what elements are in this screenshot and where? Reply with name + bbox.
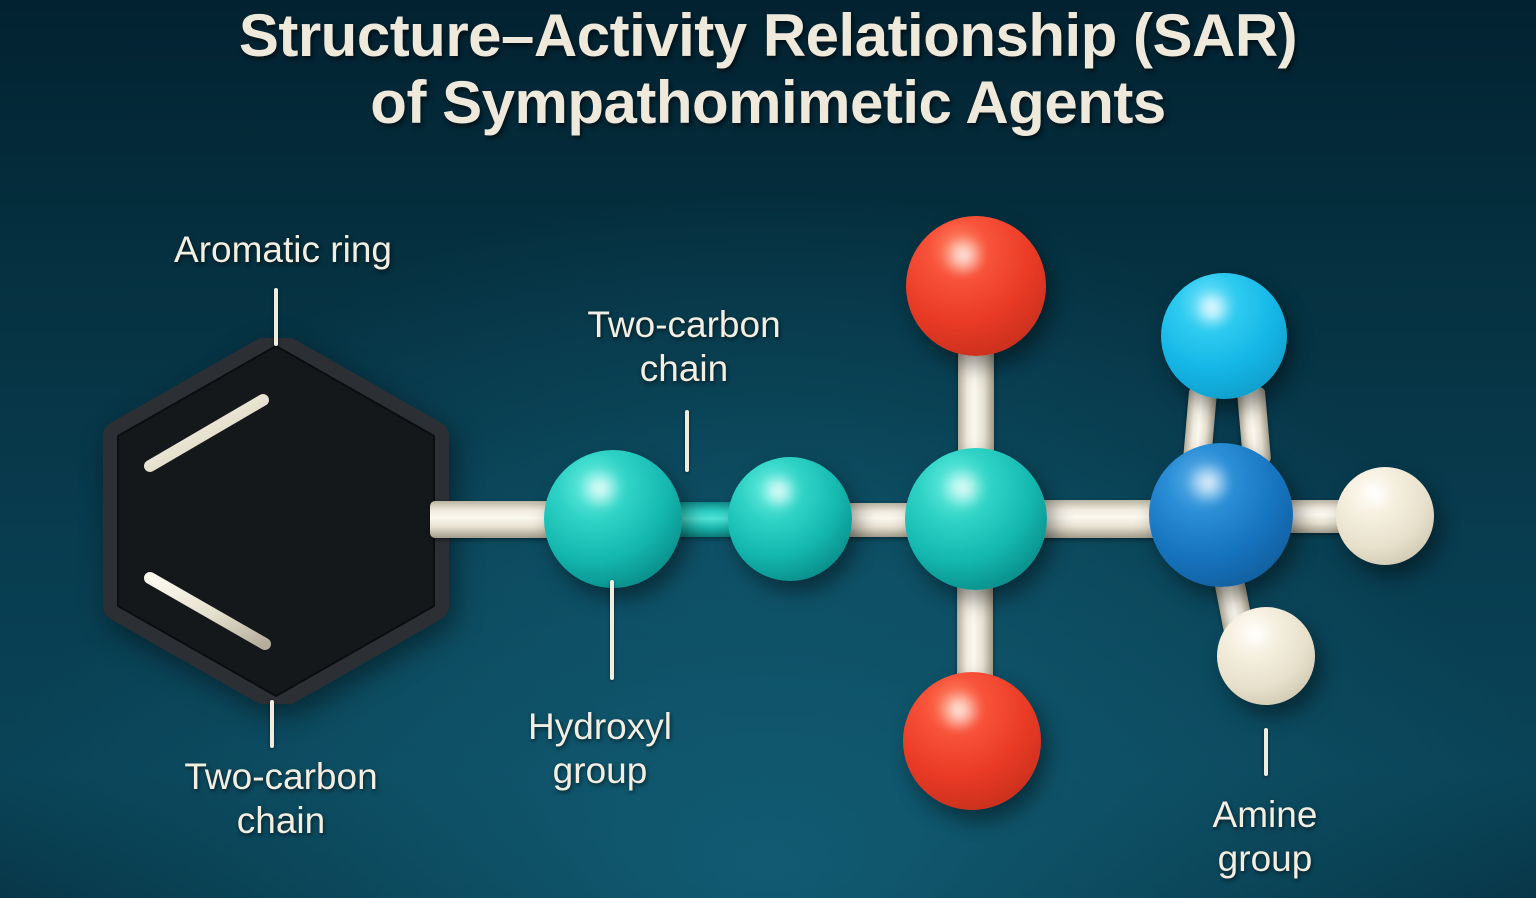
atom-oxygen-upper [906, 216, 1046, 356]
label-amine-group: Amine group [1212, 794, 1318, 879]
atom-hydrogen-right [1336, 467, 1434, 565]
aromatic-ring-hexagon [93, 331, 459, 711]
atom-nitrogen [1149, 443, 1293, 587]
double-bond-lower-left [144, 572, 271, 650]
leader-line-hydroxyl-group [610, 580, 614, 680]
aromatic-ring-svg [103, 331, 449, 711]
atom-carbon-alpha [728, 457, 852, 581]
leader-line-two-carbon-chain-bottom [270, 700, 274, 748]
double-bond-upper-left [144, 394, 269, 472]
leader-line-two-carbon-chain-top [685, 410, 689, 472]
label-hydroxyl-group: Hydroxyl group [528, 706, 672, 791]
page-title: Structure–Activity Relationship (SAR) of… [238, 2, 1298, 137]
atom-nitrogen-cyan-substituent [1161, 273, 1287, 399]
label-aromatic-ring: Aromatic ring [174, 229, 392, 270]
atom-hydrogen-lower [1217, 607, 1315, 705]
leader-line-aromatic-ring [274, 288, 278, 346]
atom-carbon-central [905, 448, 1047, 590]
leader-line-amine-group [1264, 728, 1268, 776]
atom-carbon-beta [544, 450, 682, 588]
label-two-carbon-chain-top: Two-carbon chain [587, 304, 781, 389]
label-two-carbon-chain-bottom: Two-carbon chain [184, 756, 378, 841]
atom-oxygen-lower [903, 672, 1041, 810]
